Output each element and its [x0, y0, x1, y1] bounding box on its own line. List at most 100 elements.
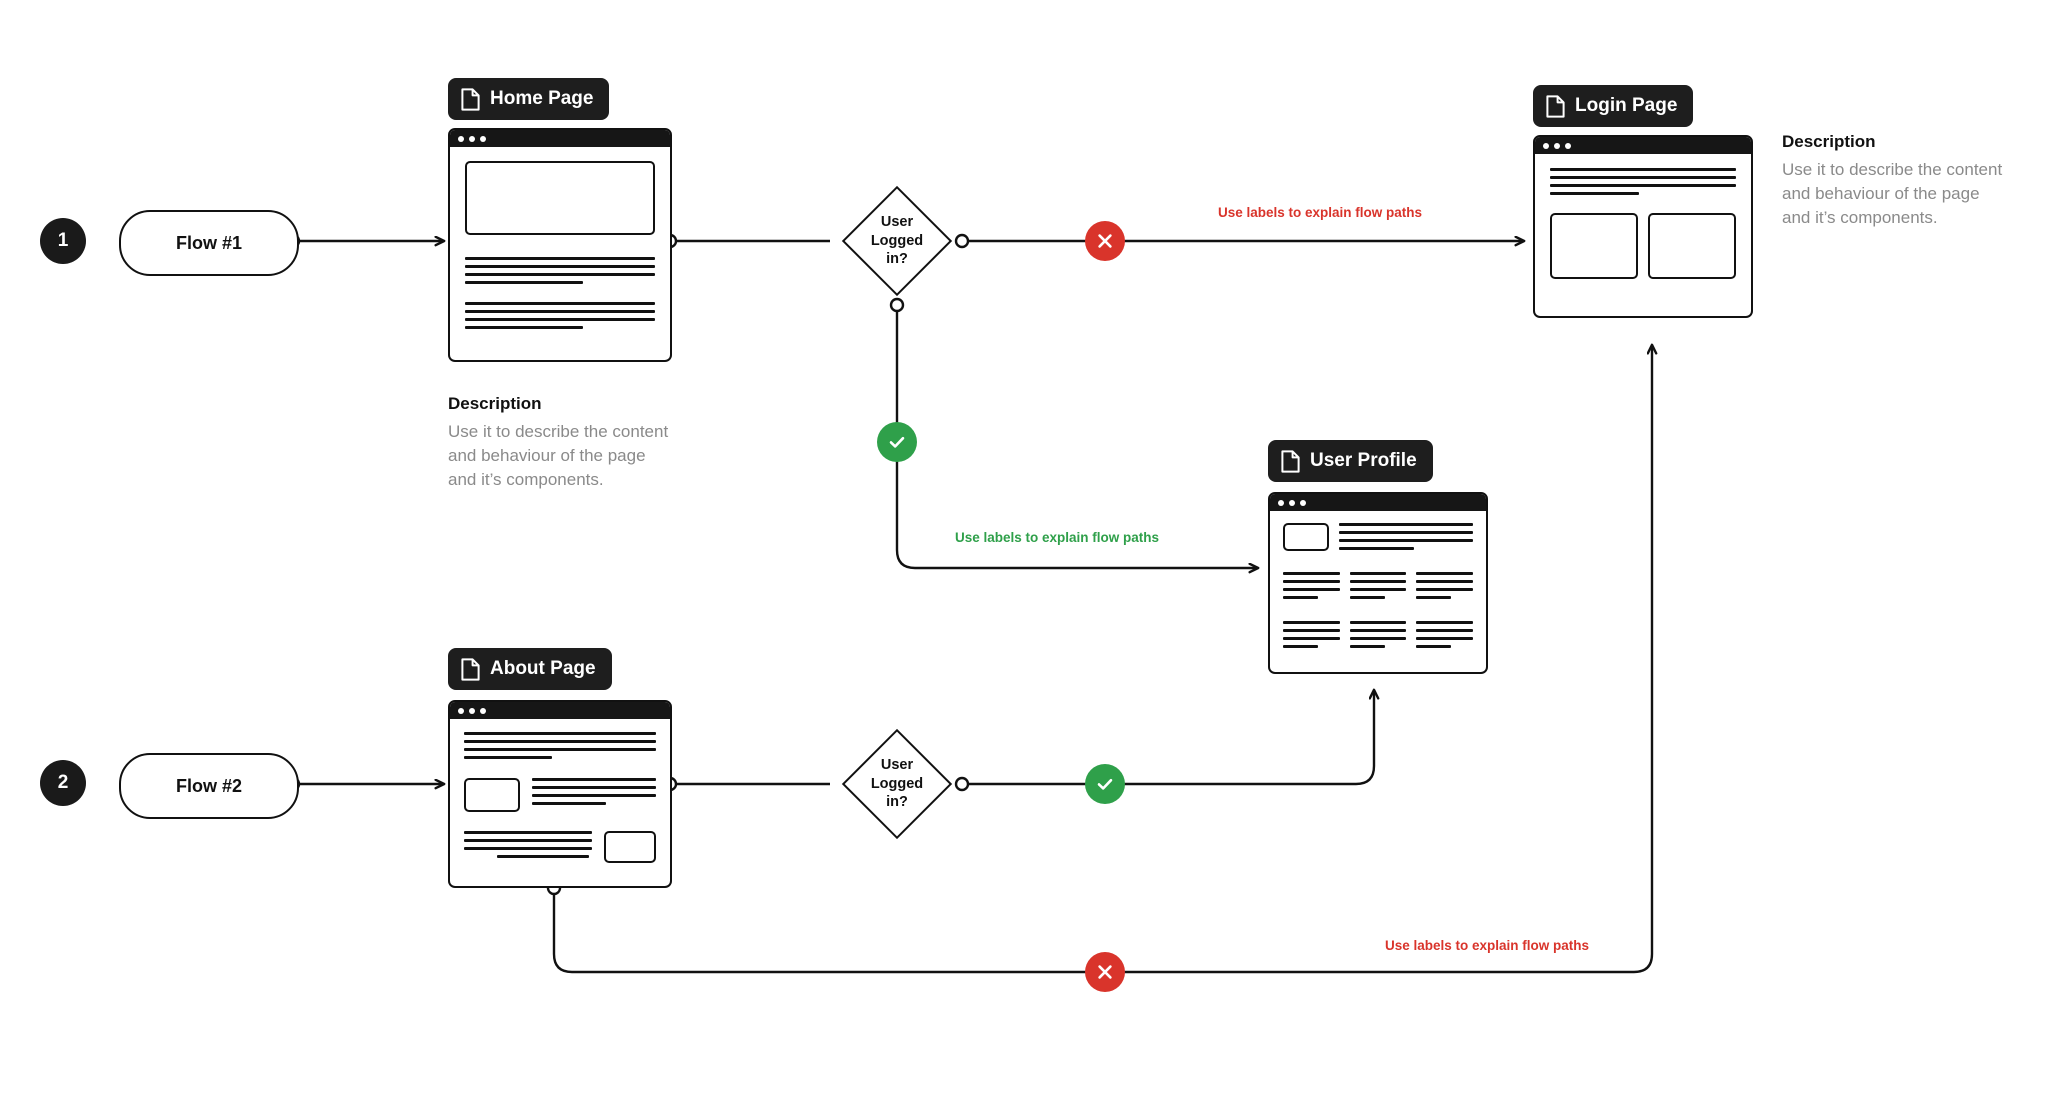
wireframe-titlebar: [450, 702, 670, 719]
wireframe-media-row: [464, 831, 656, 863]
page-tag-home[interactable]: Home Page: [448, 78, 610, 120]
description-line: Use it to describe the content: [448, 422, 669, 441]
titlebar-dot: [469, 707, 475, 714]
titlebar-dot: [1554, 142, 1560, 149]
wireframe-titlebar: [450, 130, 670, 147]
decision-label-line: User: [880, 214, 914, 231]
decision-label-line: Logged: [870, 775, 924, 792]
titlebar-dot: [1289, 499, 1295, 506]
description-home: Description Use it to describe the conte…: [448, 394, 718, 492]
cross-icon: [1098, 965, 1112, 979]
wireframe-block-row: [1550, 213, 1736, 279]
wireframe-media-row: [464, 778, 656, 812]
page-tag-login[interactable]: Login Page: [1533, 85, 1694, 127]
flow-pill-1[interactable]: Flow #1: [119, 210, 299, 276]
description-body: Use it to describe the content and behav…: [1782, 158, 2048, 230]
wireframe-text-block: [1416, 572, 1474, 604]
wireframe-block: [1550, 213, 1638, 279]
page-tag-user-profile[interactable]: User Profile: [1268, 440, 1433, 482]
wireframe-body: [450, 719, 670, 876]
page-tag-label: User Profile: [1310, 450, 1417, 471]
wireframe-image-block: [604, 831, 656, 863]
status-badge-success-about-to-profile[interactable]: [1085, 764, 1125, 804]
wireframe-text-block: [532, 778, 656, 812]
titlebar-dot: [458, 135, 464, 142]
wireframe-titlebar: [1270, 494, 1486, 511]
path-label-home-to-profile: Use labels to explain flow paths: [955, 530, 1160, 545]
document-icon: [1281, 449, 1300, 473]
decision-label-line: User: [880, 757, 914, 774]
wireframe-text-row: [1283, 572, 1474, 604]
wireframe-home-page[interactable]: [448, 128, 672, 362]
status-badge-error-about-to-login[interactable]: [1085, 952, 1125, 992]
description-line: and behaviour of the page: [448, 446, 646, 466]
wireframe-avatar-row: [1283, 523, 1473, 555]
wireframe-text-block: [1349, 621, 1407, 653]
page-tag-label: Login Page: [1575, 95, 1678, 116]
flow-pill-label: Flow #2: [175, 775, 242, 796]
decision-label-line: in?: [886, 251, 908, 268]
decision-label-line: in?: [886, 794, 908, 811]
connector-node: [954, 776, 970, 792]
wireframe-body: [1535, 154, 1751, 293]
flow-pill-2[interactable]: Flow #2: [119, 753, 299, 819]
decision-user-logged-in-1[interactable]: User Logged in?: [841, 185, 953, 297]
decision-label-line: Logged: [870, 232, 924, 249]
status-badge-success-home-to-profile[interactable]: [877, 422, 917, 462]
decision-label: User Logged in?: [847, 213, 947, 269]
titlebar-dot: [1278, 499, 1284, 506]
connector-node: [954, 233, 970, 249]
wireframe-user-profile[interactable]: [1268, 492, 1488, 674]
titlebar-dot: [1543, 142, 1549, 149]
wireframe-body: [450, 147, 670, 348]
titlebar-dot: [458, 707, 464, 714]
document-icon: [461, 657, 480, 681]
wireframe-text-block: [1349, 572, 1407, 604]
edge-decision2-yes-to-profile: [964, 690, 1374, 786]
wireframe-about-page[interactable]: [448, 700, 672, 888]
wireframe-text-block: [1550, 168, 1736, 195]
cross-icon: [1098, 234, 1112, 248]
wireframe-text-block: [464, 831, 592, 863]
step-number-badge-2: 2: [40, 760, 86, 806]
wireframe-avatar-block: [1283, 523, 1329, 551]
wireframe-text-row: [1283, 621, 1474, 653]
wireframe-hero-block: [465, 161, 655, 235]
titlebar-dot: [480, 135, 486, 142]
titlebar-dot: [480, 707, 486, 714]
document-icon: [1546, 94, 1565, 118]
check-icon: [889, 436, 905, 448]
description-line: and it’s components.: [448, 470, 604, 490]
wireframe-text-block: [1283, 572, 1340, 604]
page-tag-label: About Page: [490, 658, 596, 679]
titlebar-dot: [1565, 142, 1571, 149]
step-number-badge-1: 1: [40, 218, 86, 264]
titlebar-dot: [469, 135, 475, 142]
wireframe-text-block: [464, 732, 656, 759]
description-title: Description: [1782, 132, 1876, 151]
wireframe-text-block: [1339, 523, 1473, 555]
flow-pill-label: Flow #1: [175, 232, 242, 253]
status-badge-error-home-to-login[interactable]: [1085, 221, 1125, 261]
wireframe-titlebar: [1535, 137, 1751, 154]
wireframe-text-block: [1416, 621, 1474, 653]
wireframe-image-block: [464, 778, 520, 812]
wireframe-text-block: [465, 257, 655, 284]
wireframe-text-block: [465, 302, 655, 329]
wireframe-text-block: [1283, 621, 1340, 653]
page-tag-about[interactable]: About Page: [448, 648, 612, 690]
page-tag-label: Home Page: [490, 88, 594, 109]
description-line: and behaviour of the page: [1782, 184, 1980, 204]
decision-user-logged-in-2[interactable]: User Logged in?: [841, 728, 953, 840]
wireframe-login-page[interactable]: [1533, 135, 1753, 318]
connector-node: [889, 297, 905, 313]
description-body: Use it to describe the content and behav…: [448, 420, 718, 492]
description-title: Description: [448, 394, 542, 413]
path-label-about-to-login: Use labels to explain flow paths: [1385, 938, 1590, 953]
wireframe-block: [1648, 213, 1736, 279]
document-icon: [461, 87, 480, 111]
check-icon: [1097, 778, 1113, 790]
description-login: Description Use it to describe the conte…: [1782, 132, 2048, 230]
description-line: and it’s components.: [1782, 208, 1938, 228]
